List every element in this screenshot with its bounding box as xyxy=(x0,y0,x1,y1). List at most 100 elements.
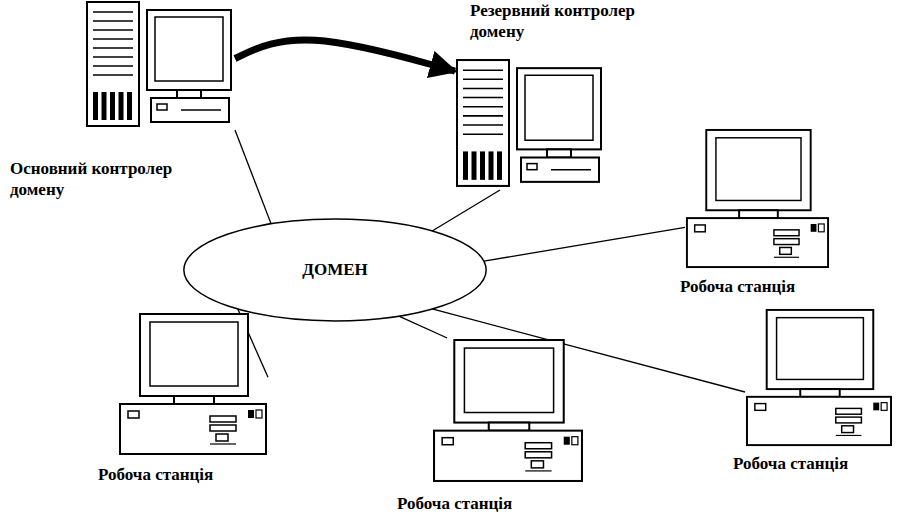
tower-slot xyxy=(463,88,503,90)
base-button xyxy=(157,104,167,110)
indicator xyxy=(564,437,570,445)
tower-slot xyxy=(93,29,133,31)
drive-bay xyxy=(836,417,862,423)
monitor-screen xyxy=(464,348,553,412)
drive-bay xyxy=(836,408,862,414)
network-link xyxy=(432,190,500,231)
workstation-icon xyxy=(432,338,584,484)
drive-bay xyxy=(774,239,799,245)
monitor-base xyxy=(151,98,229,122)
drive-bay xyxy=(842,426,854,433)
indicator xyxy=(248,410,254,418)
drive-bay xyxy=(525,443,551,449)
indicator xyxy=(811,224,817,232)
drive-bay xyxy=(216,434,228,441)
monitor-stand xyxy=(739,210,778,218)
tower-slot xyxy=(93,56,133,58)
monitor-screen xyxy=(155,17,223,81)
network-link xyxy=(235,130,271,224)
workstation: Робоча станція xyxy=(685,128,830,270)
computer-label: Робоча станція xyxy=(98,464,213,485)
indicator xyxy=(873,403,879,411)
monitor-stand xyxy=(800,389,839,397)
tower-vent xyxy=(497,151,502,179)
monitor-stand xyxy=(174,396,214,404)
tower-vent xyxy=(463,151,468,179)
tower-slot xyxy=(93,11,133,13)
server-icon xyxy=(85,0,235,130)
tower-slot xyxy=(463,115,503,117)
case-line xyxy=(210,443,236,444)
computer-label: Основний контролер домену xyxy=(10,158,210,201)
domain-label: ДОМЕН xyxy=(302,259,368,280)
case-line xyxy=(525,470,551,471)
system-case xyxy=(120,404,266,454)
computer-label: Резервний контролер домену xyxy=(470,0,670,43)
server-tower xyxy=(87,2,139,126)
power-button xyxy=(695,225,706,232)
monitor-screen xyxy=(525,75,593,140)
tower-vent xyxy=(93,92,98,120)
workstation: Робоча станція xyxy=(432,338,584,484)
system-case xyxy=(434,431,582,481)
computer-label: Робоча станція xyxy=(733,453,848,474)
tower-slot xyxy=(463,79,503,81)
domain-text-holder: ДОМЕН xyxy=(182,217,488,323)
workstation-icon xyxy=(745,308,893,448)
workstation: Робоча станція xyxy=(118,312,268,457)
base-slot xyxy=(181,109,221,111)
system-case xyxy=(747,397,891,445)
indicator xyxy=(572,437,578,445)
monitor-screen xyxy=(150,322,238,386)
tower-slot xyxy=(93,65,133,67)
monitor-base xyxy=(521,158,599,182)
base-slot xyxy=(551,169,591,171)
drive-bay xyxy=(210,425,236,431)
power-button xyxy=(128,411,139,418)
tower-vent xyxy=(489,151,494,179)
workstation-icon xyxy=(685,128,830,270)
drive-bay xyxy=(525,452,551,458)
indicator xyxy=(818,224,824,232)
tower-slot xyxy=(93,38,133,40)
monitor-stand xyxy=(177,90,201,98)
tower-vent xyxy=(119,92,124,120)
indicator xyxy=(256,410,262,418)
tower-slot xyxy=(93,47,133,49)
domain-ellipse: ДОМЕН xyxy=(182,217,488,323)
domain-ellipse-shape xyxy=(184,219,486,321)
computer-label: Робоча станція xyxy=(680,276,795,297)
monitor-frame xyxy=(706,130,810,210)
drive-bay xyxy=(210,416,236,422)
tower-slot xyxy=(463,97,503,99)
monitor-stand xyxy=(547,149,571,157)
workstation: Робоча станція xyxy=(745,308,893,448)
monitor-frame xyxy=(147,10,231,90)
replication-arrow xyxy=(235,40,455,71)
primary-controller: Основний контролер домену xyxy=(85,0,235,130)
monitor-frame xyxy=(140,314,248,396)
drive-bay xyxy=(531,461,543,468)
monitor-screen xyxy=(777,318,864,380)
tower-vent xyxy=(472,151,477,179)
monitor-frame xyxy=(767,310,874,389)
base-button xyxy=(527,164,537,170)
tower-vent xyxy=(480,151,485,179)
tower-slot xyxy=(93,74,133,76)
case-line xyxy=(774,257,799,258)
power-button xyxy=(442,438,453,445)
tower-slot xyxy=(463,69,503,71)
system-case xyxy=(687,218,828,267)
network-link xyxy=(399,316,447,338)
case-line xyxy=(836,435,862,436)
workstation-icon xyxy=(118,312,268,457)
tower-slot xyxy=(463,124,503,126)
tower-vent xyxy=(127,92,132,120)
server-icon xyxy=(455,58,605,190)
tower-slot xyxy=(463,133,503,135)
drive-bay xyxy=(774,230,799,236)
monitor-stand xyxy=(489,423,530,431)
tower-slot xyxy=(463,106,503,108)
monitor-frame xyxy=(454,340,563,423)
